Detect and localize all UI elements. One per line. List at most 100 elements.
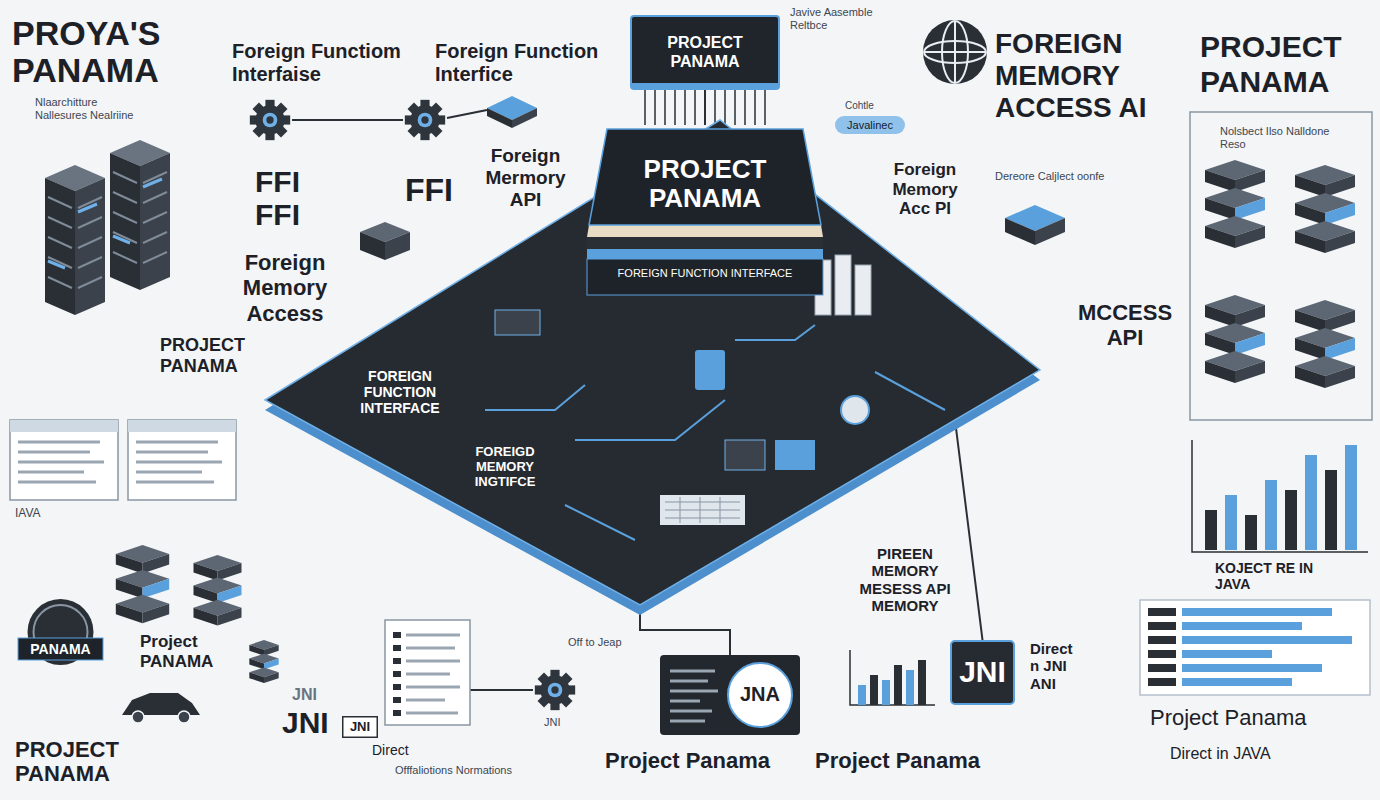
text-slot: JNI [282,706,340,741]
node-text: JNI [350,720,370,735]
api-tag: JNI [342,716,378,738]
board-outline [841,396,869,424]
text-slot: Dereore Caljlect oonfe [995,170,1115,183]
bar-chart [1225,495,1237,550]
badge-outline [18,598,103,670]
label-text: Nlaarchitture Nallesures Nealriine [35,96,135,121]
label-text: Javive Aasemble Reltbce [790,6,890,31]
text-slot: Direct [372,742,432,758]
list-card [406,647,455,650]
globe-icon [954,21,956,83]
badge-outline [18,638,103,660]
core-chip: PROJECT PANAMA FOREIGN FUNCTION INTERFACE [585,125,825,297]
label-text: FOREIGN MEMORY ACCESS AI [995,28,1175,125]
board-outline [495,310,540,335]
tray-stack [116,545,169,623]
text-slot: Project Panama [815,748,995,773]
window-panel [128,420,236,432]
connector [640,605,730,655]
bar-table [1148,650,1176,658]
node-text: FOREIGN FUNCTION INTERFACE [600,267,810,280]
box-outline [951,641,1014,704]
label-text: Project Panama [815,748,995,773]
board-outline [775,440,815,470]
label-text: Foreign Memory Acc PI [875,160,975,219]
board-outline [725,440,765,470]
gear-icon [405,100,445,140]
bar-chart [1245,515,1257,550]
label-text: Direct [372,742,432,758]
mini-chart [850,650,935,705]
mini-chart [882,680,890,705]
globe-icon [923,20,987,84]
text-slot: FOREIGD MEMORY INGTIFCE [455,445,555,490]
tag-pill: Javalinec [835,116,905,134]
bar-chart [1305,455,1317,550]
node-text: FOREIGD MEMORY INGTIFCE [455,445,555,490]
text-slot: Foreign Memory Acc PI [875,160,975,219]
text-slot: PROJECT PANAMA [605,155,805,212]
bar-chart [1205,510,1217,550]
gear-link [470,689,533,691]
gear-link [447,110,487,118]
window-panel [136,442,222,482]
chip0-outline [632,83,778,88]
board-outline [835,255,851,315]
card-icon [1005,218,1035,245]
mini-chart [858,685,866,705]
chip-icon [487,108,512,128]
text-slot: Nolsbect Ilso Nalldone Reso [1220,125,1350,150]
label-text: PIREEN MEMORY MESESS API MEMORY [855,545,955,614]
bar-table [1182,650,1272,658]
tray-stack [194,555,242,625]
text-slot: FOREIGN FUNCTION INTERFACE [600,267,810,280]
bar-chart [1325,470,1337,550]
list-card [406,686,460,689]
text-slot: Direct n JNI ANI [1030,640,1080,692]
text-slot: FOREIGN MEMORY ACCESS AI [995,28,1175,125]
title-text: PROYA'S PANAMA [12,15,202,90]
badge: PANAMA [18,598,103,670]
list-card [406,673,450,676]
list-card [385,620,470,725]
bar-chart [1192,440,1368,552]
label-text: PROJECT PANAMA [1200,30,1370,99]
bar-chart [1265,480,1277,550]
label-text: IAVA [15,507,75,521]
bar-table [1148,678,1176,686]
node-text: JNA [728,683,792,706]
rack-panel [1295,165,1355,253]
screen-panel: JNA [660,655,800,735]
list-card [406,712,458,715]
card-icon [1005,205,1065,245]
bar-table [1148,622,1176,630]
text-slot: PROJECT PANAMA [160,335,260,376]
module-icon [385,232,410,260]
text-slot: FFI FFI [255,165,315,231]
window-panel [128,420,236,500]
label-text: JNI [292,686,332,704]
text-slot: Javive Aasemble Reltbce [790,6,890,31]
car-icon [122,693,200,715]
rack-panel [1205,295,1265,383]
server-stack [45,165,105,315]
list-card [406,634,460,637]
label-text: Offfaliotions Normations [395,764,545,777]
list-card [406,660,460,663]
label-text: JNI [544,716,574,729]
label-text: PROJECT PANAMA [15,738,185,786]
chip-outline [587,225,823,237]
board-outline [855,265,871,315]
text-slot: MCCESS API [1070,300,1180,351]
window-panel [10,420,118,432]
label-text: Dereore Caljlect oonfe [995,170,1115,183]
node-text: PANAMA [18,641,103,657]
text-slot: Direct in JAVA [1170,745,1320,763]
label-text: Project PANAMA [140,632,230,671]
gear-icon [535,670,575,710]
module-icon [360,222,410,260]
list-card [393,632,401,638]
text-slot: Off to Jeap [568,636,628,649]
board-outline [660,495,745,525]
